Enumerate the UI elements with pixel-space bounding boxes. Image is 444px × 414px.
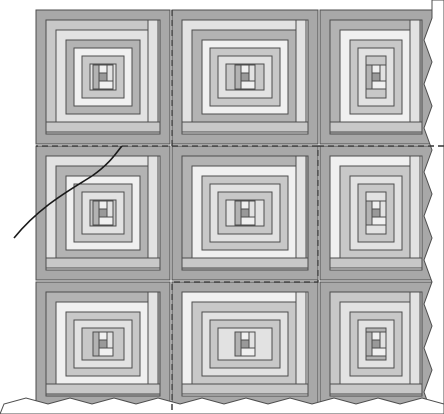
block-2-0-bottom-log xyxy=(46,384,160,394)
block-1-0-log-a xyxy=(93,201,99,225)
block-1-2-log-a xyxy=(366,201,372,225)
block-1-1-log-a xyxy=(235,201,241,225)
block-2-2-log-b xyxy=(380,332,386,348)
block-0-0-right-log xyxy=(148,20,158,122)
block-2-0-log-a xyxy=(93,332,99,356)
block-2-1-log-a xyxy=(235,332,241,356)
block-1-2-log-b xyxy=(380,201,386,217)
block-0-2-right-log xyxy=(410,20,420,122)
block-1-2-bottom-log xyxy=(330,258,422,268)
block-2-2-right-log xyxy=(410,292,420,384)
block-0-0-bottom-log xyxy=(46,122,160,132)
block-1-0-right-log xyxy=(148,156,158,258)
block-2-2-hearth xyxy=(372,340,380,348)
block-0-0-log-a xyxy=(93,65,99,89)
block-0-1-hearth xyxy=(241,73,249,81)
block-1-0-hearth xyxy=(99,209,107,217)
block-2-1-log-b xyxy=(249,332,255,348)
block-2-1-bottom-log xyxy=(182,384,308,394)
block-0-1-bottom-log xyxy=(182,122,308,132)
block-0-0-log-b xyxy=(107,65,113,81)
block-1-0-bottom-log xyxy=(46,258,160,268)
block-0-2-log-b xyxy=(380,65,386,81)
block-1-2-right-log xyxy=(410,156,420,258)
block-0-1-log-a xyxy=(235,65,241,89)
block-1-1-bottom-log xyxy=(182,258,308,268)
block-0-0-hearth xyxy=(99,73,107,81)
block-0-2-hearth xyxy=(372,73,380,81)
block-2-2-bottom-log xyxy=(330,384,422,394)
block-2-1-right-log xyxy=(296,292,306,384)
block-2-0-right-log xyxy=(148,292,158,384)
block-2-1-hearth xyxy=(241,340,249,348)
block-2-0-hearth xyxy=(99,340,107,348)
block-0-1-right-log xyxy=(296,20,306,122)
block-1-2-hearth xyxy=(372,209,380,217)
block-1-1-log-b xyxy=(249,201,255,217)
block-1-1-right-log xyxy=(296,156,306,258)
block-0-2-bottom-log xyxy=(330,122,422,132)
block-1-0-log-b xyxy=(107,201,113,217)
block-2-2-log-a xyxy=(366,332,372,356)
block-2-0-log-b xyxy=(107,332,113,348)
block-0-2-log-a xyxy=(366,65,372,89)
block-1-1-hearth xyxy=(241,209,249,217)
quilt-blocks xyxy=(36,10,432,406)
block-0-1-log-b xyxy=(249,65,255,81)
